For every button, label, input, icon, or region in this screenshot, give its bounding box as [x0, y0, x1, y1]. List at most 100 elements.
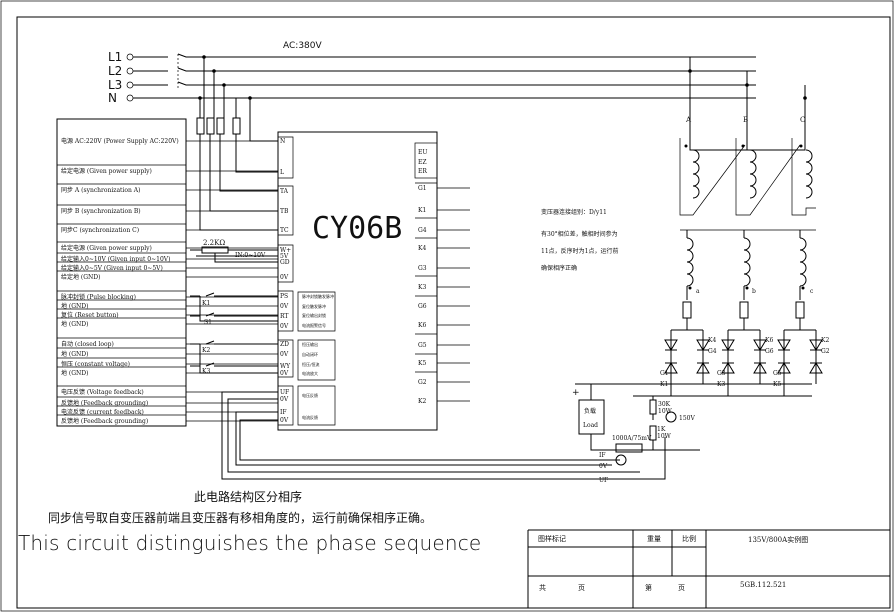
scr-label-9: G2 — [821, 348, 830, 355]
panel-row-2: 同步 A (synchronization A) — [61, 186, 140, 194]
panel-row-11: 复位 (Reset button) — [61, 311, 119, 319]
term-left-5: W+ — [280, 247, 291, 254]
scr-label-8: K2 — [821, 337, 829, 344]
term-right-10: K6 — [418, 322, 426, 329]
term-left-13: ZD — [280, 341, 289, 348]
term-left-8: 0V — [280, 274, 289, 281]
fb-if: IF — [599, 452, 606, 459]
supply-voltage: AC:380V — [283, 41, 322, 51]
term-right-5: G4 — [418, 227, 427, 234]
panel-row-9: 脉冲封锁 (Pulse blocking) — [61, 293, 136, 301]
term-left-0: N — [280, 138, 285, 145]
panel-row-17: 电压反馈 (Voltage feedback) — [61, 388, 144, 396]
phase-c: C — [800, 116, 805, 124]
term-right-11: G5 — [418, 342, 427, 349]
inner-label-2: 复位输出封锁 — [302, 312, 326, 318]
term-left-19: IF — [280, 409, 287, 416]
tb-sheet: 第 — [645, 583, 652, 592]
scr-label-0: K4 — [708, 337, 716, 344]
panel-row-16: 地 (GND) — [61, 369, 88, 377]
scr-label-6: G3 — [717, 370, 726, 377]
inner-label-8: 电流反馈 — [302, 414, 318, 420]
term-right-0: EU — [418, 149, 427, 156]
term-right-13: G2 — [418, 379, 427, 386]
input-controls: 2.2KΩ IN:0~10V K1 S1 K2 K3 — [190, 239, 666, 480]
r2-power: 10W — [657, 433, 672, 440]
panel-row-12: 地 (GND) — [61, 320, 88, 328]
transformer-title: 变压器连接组别：D/y11 — [541, 208, 607, 216]
supply-lines: AC:380V L1 L2 L3 N — [108, 41, 807, 128]
switch-k1: K1 — [202, 300, 210, 307]
note-en: This circuit distinguishes the phase seq… — [18, 531, 481, 555]
tb-code: 5GB.112.521 — [740, 581, 786, 589]
meter-range: 150V — [679, 415, 695, 422]
term-left-15: WY — [280, 363, 291, 370]
panel-row-5: 给定电源 (Given power supply) — [61, 244, 152, 252]
panel-row-14: 地 (GND) — [61, 350, 88, 358]
sec-a: a — [696, 288, 700, 295]
panel-row-13: 自动 (closed loop) — [61, 340, 114, 348]
inner-label-3: 电流报警信号 — [302, 322, 326, 328]
inner-label-4: 恒压输出 — [302, 341, 318, 347]
sec-b: b — [752, 288, 756, 295]
panel-row-18: 反馈地 (Feedback grounding) — [61, 399, 148, 407]
pot-value: 2.2KΩ — [203, 239, 225, 247]
panel-row-20: 反馈地 (Feedback grounding) — [61, 417, 148, 425]
line-label-n: N — [108, 91, 117, 105]
term-left-3: TB — [280, 208, 289, 215]
panel-row-10: 地 (GND) — [61, 302, 88, 310]
term-right-6: K4 — [418, 245, 426, 252]
controller-cy06b: CY06B NLTATBTCW+5VGD0VPS0VRT0VZD0VWY0VUF… — [277, 131, 438, 431]
scr-label-5: G6 — [765, 348, 774, 355]
phase-b: B — [743, 116, 748, 124]
note-cn-2: 同步信号取自变压器前端且变压器有移相角度的，运行前确保相序正确。 — [48, 510, 432, 525]
notes: 此电路结构区分相序 同步信号取自变压器前端且变压器有移相角度的，运行前确保相序正… — [18, 489, 481, 555]
transformer-note-3: 确保相序正确 — [541, 264, 577, 272]
inner-label-6: 恒压/恒流 — [302, 361, 319, 367]
output-wires — [437, 187, 470, 402]
panel-row-3: 同步 B (synchronization B) — [61, 207, 141, 215]
panel-row-8: 给定地 (GND) — [61, 273, 100, 281]
term-right-2: ER — [418, 168, 427, 175]
term-left-11: RT — [280, 313, 288, 320]
fb-0v: 0V — [599, 463, 608, 470]
term-right-4: K1 — [418, 207, 426, 214]
controller-name: CY06B — [312, 211, 402, 246]
phase-a: A — [685, 116, 692, 124]
tb-title: 135V/800A实例图 — [748, 535, 808, 544]
r1-value: 30K — [658, 401, 671, 408]
term-left-18: 0V — [280, 396, 289, 403]
term-right-8: K3 — [418, 284, 426, 291]
scr-label-2: G1 — [660, 370, 669, 377]
inner-label-7: 电压反馈 — [302, 392, 318, 398]
sec-c: c — [810, 288, 814, 295]
load-en: Load — [583, 422, 598, 429]
panel-row-1: 给定电源 (Given power supply) — [61, 167, 152, 175]
tb-scale: 比例 — [682, 534, 696, 543]
plus-sign: + — [572, 388, 580, 398]
term-left-14: 0V — [280, 351, 289, 358]
term-right-12: K5 — [418, 360, 426, 367]
term-right-14: K2 — [418, 398, 426, 405]
note-cn-1: 此电路结构区分相序 — [194, 489, 302, 504]
scr-label-10: G5 — [773, 370, 782, 377]
panel-row-6: 给定输入0~10V (Given input 0~10V) — [61, 255, 170, 263]
inner-label-5: 自动闭环 — [302, 351, 318, 357]
transformer-note-2: 11点，反序时为1点，运行前 — [541, 247, 618, 255]
switch-k2: K2 — [202, 347, 210, 354]
r2-value: 1K — [657, 426, 666, 433]
left-signal-panel: 电源 AC:220V (Power Supply AC:220V)给定电源 (G… — [56, 118, 278, 427]
term-right-1: EZ — [418, 159, 427, 166]
term-left-10: 0V — [280, 303, 289, 310]
panel-row-15: 恒压 (constant voltage) — [61, 360, 130, 368]
panel-row-4: 同步C (synchronization C) — [61, 226, 139, 234]
panel-row-7: 给定输入0~5V (Given input 0~5V) — [61, 264, 163, 272]
fb-uf: UF — [599, 477, 608, 484]
term-left-2: TA — [280, 188, 289, 195]
term-left-12: 0V — [280, 323, 289, 330]
line-label-l1: L1 — [108, 50, 122, 64]
shunt-rating: 1000A/75mV — [612, 435, 652, 442]
